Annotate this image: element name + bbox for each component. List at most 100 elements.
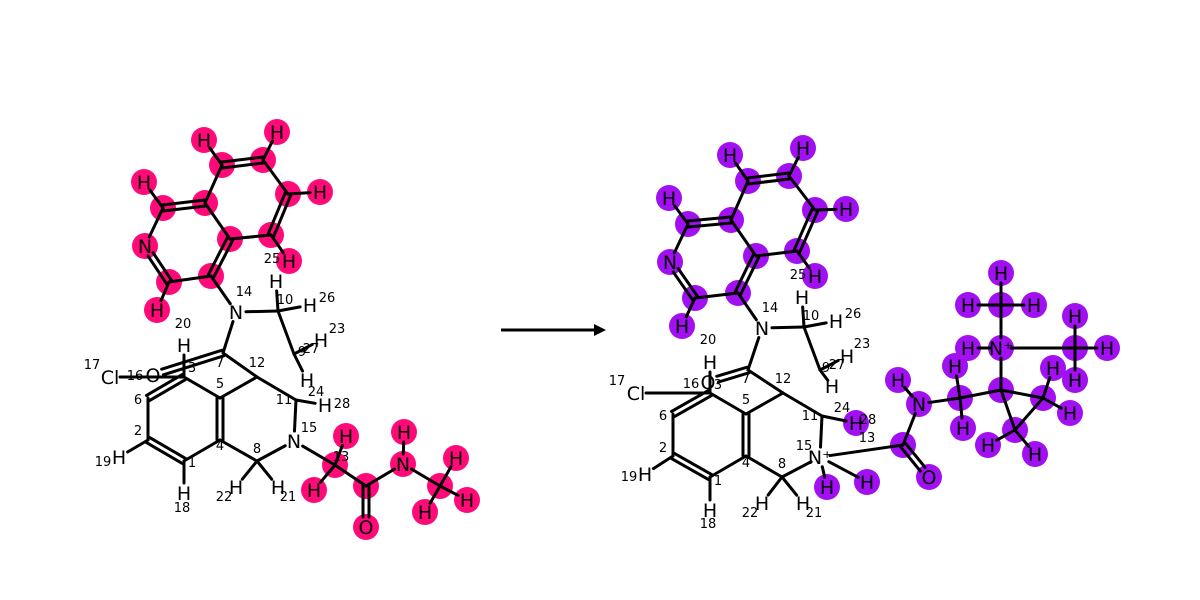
reactant-bond xyxy=(220,155,265,164)
reactant-atom-index: 20 xyxy=(175,317,192,332)
product-bond xyxy=(798,209,820,254)
product-atom-label: H xyxy=(1046,358,1060,380)
reaction-arrow xyxy=(501,324,606,336)
product-atom-highlight xyxy=(1094,335,1120,361)
product-bond xyxy=(1013,396,1045,432)
reactant-bond xyxy=(255,459,274,481)
reactant-atom-index: 9 xyxy=(298,345,306,360)
product-atom-label: N⁺ xyxy=(989,338,1013,360)
reactant-bond xyxy=(148,188,165,210)
product-atom-index: 8 xyxy=(778,457,786,472)
product-bond xyxy=(802,325,822,372)
product-bond xyxy=(780,475,799,497)
reactant-atom-label: H xyxy=(339,426,353,448)
product-bond xyxy=(676,267,699,298)
product-atom-label: O xyxy=(701,372,716,394)
product-atom-label: H xyxy=(981,435,995,457)
product-bond xyxy=(693,291,740,300)
reactant-bond xyxy=(261,139,275,162)
product-bond xyxy=(746,171,791,180)
reactant-bond xyxy=(275,289,280,313)
product-atom-label: H xyxy=(662,188,676,210)
product-atom-label: H xyxy=(1027,295,1041,317)
reactant-atom-index: 25 xyxy=(264,252,281,267)
product-bond xyxy=(787,174,817,212)
product-bond xyxy=(716,371,751,384)
reactant-atom-label: H xyxy=(112,447,126,469)
product-atom-index: 18 xyxy=(700,517,717,532)
product-bond xyxy=(999,388,1017,432)
product-atom-highlight xyxy=(657,249,683,275)
product-atom-label: H xyxy=(829,311,843,333)
product-atom-index: 7 xyxy=(742,372,750,387)
product-atom-index: 12 xyxy=(775,372,792,387)
product-bond xyxy=(927,396,962,405)
reactant-atom-label: H xyxy=(307,480,321,502)
reactant-atom-highlight xyxy=(307,179,333,205)
reactant-bond xyxy=(206,236,229,277)
reactant-bond xyxy=(269,233,285,255)
product-atom-label: H xyxy=(839,199,853,221)
reactant-bond xyxy=(147,206,165,239)
reactant-atom-label: H xyxy=(318,395,332,417)
reactant-atom-index: 6 xyxy=(134,393,142,408)
reactant-atom-highlight xyxy=(264,119,290,145)
product-atom-highlight xyxy=(1062,303,1088,329)
product-atom-index: 1 xyxy=(714,474,722,489)
product-bond xyxy=(901,411,917,447)
reactant-atom-index: 12 xyxy=(249,356,266,371)
product-atom-label: H xyxy=(820,477,834,499)
product-atom-highlight xyxy=(916,464,942,490)
product-bond xyxy=(820,414,848,423)
reactant-bond xyxy=(292,398,298,433)
reactant-atom-label: H xyxy=(177,335,191,357)
reactant-bond xyxy=(203,201,232,241)
product-bond xyxy=(766,475,784,497)
product-atom-index: 28 xyxy=(860,413,877,428)
product-bond xyxy=(744,391,785,416)
reactant-bond xyxy=(410,467,442,488)
reactant-atom-index: 8 xyxy=(253,442,261,457)
reactant-bond xyxy=(244,309,280,314)
reactant-bond xyxy=(146,254,169,286)
reactant-atom-index: 16 xyxy=(127,369,144,384)
product-bond xyxy=(651,454,675,471)
product-atom-label: H xyxy=(994,263,1008,285)
product-atom-index: 5 xyxy=(742,393,750,408)
product-bond xyxy=(673,204,690,226)
product-bond xyxy=(746,177,791,186)
product-atom-label: H xyxy=(1068,306,1082,328)
product-bond xyxy=(744,454,784,479)
reactant-atom-label: H xyxy=(460,490,474,512)
product-bond xyxy=(670,457,711,482)
product-atom-label: H xyxy=(956,418,970,440)
reactant-atom-highlight xyxy=(276,248,302,274)
reactant-bond xyxy=(438,465,453,488)
product-atom-index: 27 xyxy=(829,358,846,373)
reactant-atom-label: H xyxy=(197,130,211,152)
product-atom-label: N xyxy=(663,252,677,274)
product-bond xyxy=(781,391,824,418)
product-bond xyxy=(672,394,713,419)
reactant-atom-label: N xyxy=(138,236,152,258)
reactant-atom-label: H xyxy=(137,172,151,194)
product-atom-label: Cl xyxy=(627,383,646,405)
product-atom-highlight xyxy=(1040,355,1066,381)
product-bond xyxy=(818,359,840,372)
reactant-atom-index: 22 xyxy=(216,490,233,505)
reactant-bond xyxy=(209,274,232,306)
product-atom-label: N xyxy=(755,318,769,340)
reactant-atom-label: H xyxy=(269,271,283,293)
reactant-atom-index: 2 xyxy=(134,424,142,439)
reactant-atom-index: 7 xyxy=(216,356,224,371)
product-bond xyxy=(708,454,748,479)
reactant-bond xyxy=(276,305,302,313)
product-bond xyxy=(770,325,806,330)
product-bond xyxy=(958,388,1003,400)
product-atom-label: N xyxy=(912,394,926,416)
reactant-atom-index: 18 xyxy=(174,501,191,516)
product-bond xyxy=(754,249,799,258)
reactant-bond xyxy=(294,398,317,405)
product-bond xyxy=(802,321,828,329)
